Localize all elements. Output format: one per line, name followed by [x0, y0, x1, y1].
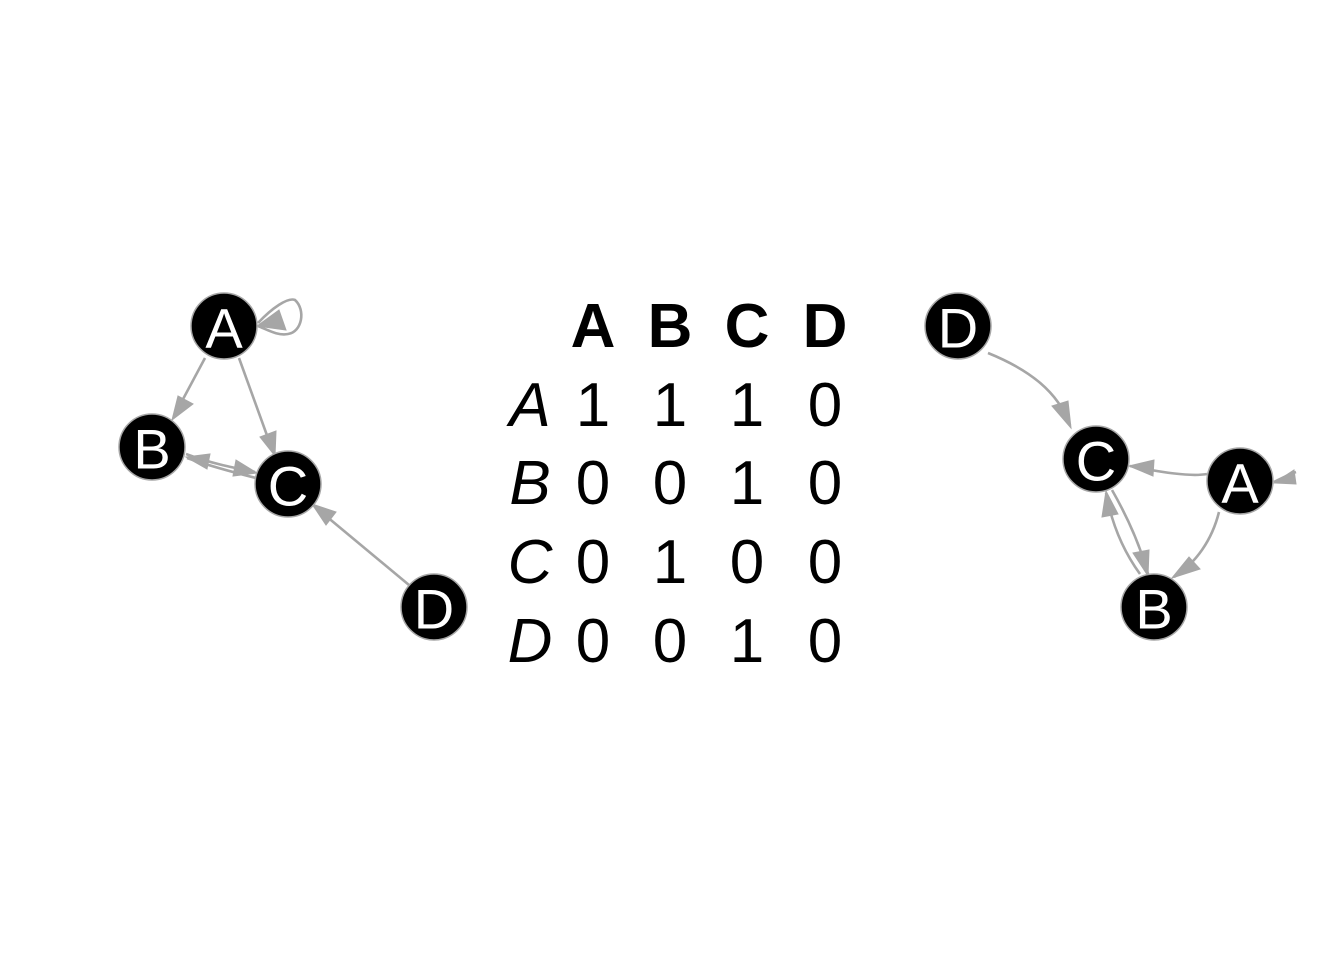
left-arrow-d-c [310, 503, 337, 526]
right-node-a: A [1206, 447, 1274, 515]
matrix-cell: 0 [653, 449, 687, 518]
matrix-cell: 1 [730, 449, 764, 518]
left-arrow-a-a [255, 309, 287, 331]
matrix-cell: 0 [808, 371, 842, 440]
left-node-b: B [118, 413, 186, 481]
right-arrow-a-a [1272, 469, 1297, 485]
matrix-cell: 0 [576, 449, 610, 518]
matrix-col-header-a: A [571, 292, 616, 361]
matrix-col-header-b: B [648, 292, 693, 361]
left-edge-a-a [257, 298, 303, 336]
right-node-b: B [1120, 573, 1188, 641]
left-arrow-a-b [171, 395, 194, 422]
right-arrow-b-c [1101, 489, 1119, 518]
matrix-cell: 1 [730, 607, 764, 676]
matrix-cell: 0 [730, 528, 764, 597]
right-arrow-a-c [1127, 459, 1155, 477]
matrix-cell: 1 [653, 528, 687, 597]
matrix-col-header-d: D [803, 292, 848, 361]
left-node-d: D [400, 573, 468, 641]
svg-text:A: A [205, 297, 243, 360]
right-node-d: D [924, 292, 992, 360]
right-node-c: C [1062, 425, 1130, 493]
right-graph: D C A B [924, 292, 1297, 641]
matrix-cell: 1 [576, 371, 610, 440]
matrix-cell: 0 [808, 449, 842, 518]
svg-text:B: B [1135, 578, 1172, 641]
left-graph: A B C D [118, 292, 468, 641]
svg-text:D: D [414, 578, 454, 641]
svg-text:D: D [938, 297, 978, 360]
matrix-cell: 0 [576, 607, 610, 676]
right-arrow-a-b [1170, 556, 1201, 579]
right-edge-d-c [987, 351, 1072, 426]
svg-text:C: C [268, 455, 308, 518]
left-arrow-c-b [184, 453, 211, 470]
svg-text:A: A [1221, 452, 1259, 515]
left-node-c: C [254, 450, 322, 518]
left-node-a: A [190, 292, 258, 360]
matrix-cell: 0 [653, 607, 687, 676]
svg-text:B: B [133, 418, 170, 481]
right-arrow-d-c [1051, 400, 1072, 430]
matrix-cell: 0 [808, 528, 842, 597]
matrix-col-header-c: C [725, 292, 770, 361]
matrix-row-header-b: B [509, 449, 550, 518]
matrix-cell: 0 [808, 607, 842, 676]
matrix-row-header-c: C [508, 528, 554, 597]
matrix-cell: 0 [576, 528, 610, 597]
matrix-cell: 1 [730, 371, 764, 440]
matrix-row-header-a: A [505, 371, 550, 440]
matrix-row-header-d: D [508, 607, 553, 676]
adjacency-matrix: A B C D A 1 1 1 0 B 0 0 1 0 C 0 1 0 0 D … [505, 292, 847, 676]
svg-text:C: C [1076, 430, 1116, 493]
right-arrow-c-b [1132, 549, 1150, 578]
matrix-cell: 1 [653, 371, 687, 440]
left-arrow-a-c [259, 430, 277, 458]
